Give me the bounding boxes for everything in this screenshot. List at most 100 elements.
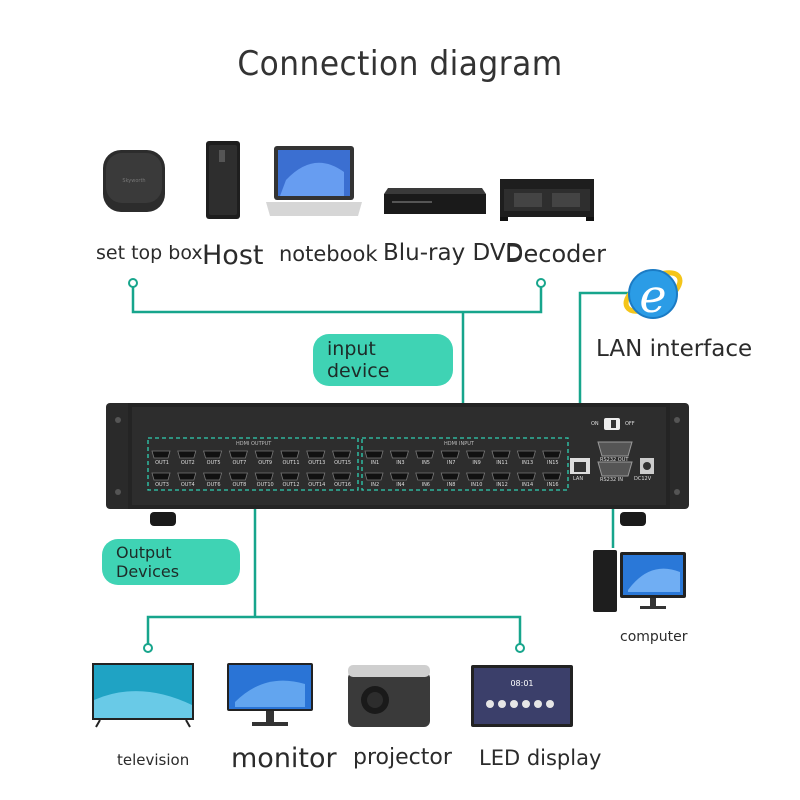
hdmi-port-label: OUT12	[282, 482, 300, 488]
hdmi-port-label: OUT11	[282, 460, 300, 466]
hdmi-port	[254, 472, 274, 481]
hdmi-port	[364, 472, 384, 481]
svg-text:Skyworth: Skyworth	[122, 178, 145, 184]
hdmi-port	[332, 472, 352, 481]
hdmi-port	[254, 450, 274, 459]
computer-label: computer	[620, 629, 688, 645]
hdmi-port-label: OUT1	[155, 460, 169, 466]
hdmi-port-label: IN2	[370, 482, 380, 488]
svg-text:08:01: 08:01	[510, 679, 533, 688]
hdmi-port	[491, 472, 511, 481]
output-label-projector: projector	[353, 745, 452, 770]
computer-icon	[593, 550, 686, 612]
hdmi-port	[228, 472, 248, 481]
hdmi-input-box	[361, 437, 569, 491]
hdmi-port	[542, 472, 562, 481]
input-label-notebook: notebook	[279, 242, 378, 266]
input-device-pill: input device	[313, 334, 453, 386]
hdmi-output-label: HDMI OUTPUT	[236, 441, 272, 447]
projector-icon	[348, 665, 430, 727]
hdmi-port	[415, 450, 435, 459]
rs232-in-port	[597, 461, 633, 477]
output-label-television: television	[117, 751, 190, 769]
left-rack-ear	[106, 403, 134, 509]
hdmi-port-label: OUT9	[258, 460, 273, 466]
hdmi-output-box	[147, 437, 359, 491]
off-label: OFF	[625, 421, 635, 427]
monitor-icon	[227, 663, 313, 726]
hdmi-port	[542, 450, 562, 459]
input-label-set-top-box: set top box	[96, 242, 203, 264]
set-top-box-connector-dot	[128, 278, 138, 288]
hdmi-port	[415, 472, 435, 481]
set-top-box-icon: Skyworth	[103, 150, 165, 212]
hdmi-port	[389, 472, 409, 481]
rs232-out-label: RS232 OUT	[600, 457, 629, 463]
hdmi-port	[466, 450, 486, 459]
hdmi-port	[364, 450, 384, 459]
hdmi-port	[203, 472, 223, 481]
hdmi-port-label: IN6	[421, 482, 430, 488]
hdmi-port-label: OUT3	[155, 482, 169, 488]
hdmi-port-label: OUT7	[232, 460, 247, 466]
hdmi-port-label: IN5	[421, 460, 430, 466]
hdmi-port-label: IN1	[370, 460, 380, 466]
hdmi-input-label: HDMI INPUT	[444, 441, 474, 447]
hdmi-port	[280, 450, 300, 459]
hdmi-port-label: OUT16	[334, 482, 352, 488]
notebook-icon	[266, 146, 362, 216]
on-label: ON	[591, 421, 599, 427]
left-foot	[150, 512, 176, 526]
hdmi-port-label: OUT14	[308, 482, 326, 488]
hdmi-port	[228, 450, 248, 459]
rs232-in-label: RS232 IN	[600, 477, 623, 483]
hdmi-port	[332, 450, 352, 459]
hdmi-port	[306, 450, 326, 459]
hdmi-port	[440, 472, 460, 481]
output-label-monitor: monitor	[231, 743, 337, 774]
output-devices-pill-text: Output Devices	[102, 539, 240, 585]
svg-text:e: e	[639, 269, 666, 323]
hdmi-port-label: OUT15	[334, 460, 352, 466]
hdmi-port-label: IN8	[446, 482, 456, 488]
internet-explorer-icon: e	[623, 269, 683, 323]
hdmi-port-label: IN12	[496, 482, 508, 488]
input-label-decoder: Decoder	[505, 240, 606, 268]
television-connector-dot	[143, 643, 153, 653]
hdmi-port-label: OUT8	[232, 482, 247, 488]
input-device-pill-text: input device	[313, 334, 453, 386]
hdmi-port	[389, 450, 409, 459]
hdmi-port	[440, 450, 460, 459]
hdmi-port-label: IN16	[547, 482, 559, 488]
hdmi-port	[516, 450, 536, 459]
hdmi-port-label: IN7	[446, 460, 456, 466]
lan-line	[578, 291, 628, 437]
led-display-connector-dot	[515, 643, 525, 653]
hdmi-port	[280, 472, 300, 481]
hdmi-port-label: IN14	[521, 482, 534, 488]
lan-interface-label: LAN interface	[596, 336, 753, 362]
hdmi-port-label: OUT10	[256, 482, 274, 488]
input-bus-line	[131, 285, 543, 314]
hdmi-port	[177, 450, 197, 459]
dc-label: DC12V	[634, 476, 652, 482]
input-label-host: Host	[202, 240, 264, 271]
input-label-blu-ray: Blu-ray DVD	[383, 240, 524, 266]
output-devices-pill: Output Devices	[102, 539, 240, 585]
hdmi-port-label: OUT6	[206, 482, 221, 488]
hdmi-port	[491, 450, 511, 459]
hdmi-port	[203, 450, 223, 459]
hdmi-port	[306, 472, 326, 481]
hdmi-port	[516, 472, 536, 481]
rs232-out-port	[597, 441, 633, 457]
hdmi-port-label: IN15	[547, 460, 559, 466]
led-display-icon: 08:01	[471, 665, 573, 727]
hdmi-port-label: IN11	[496, 460, 508, 466]
output-bus-line	[146, 615, 522, 645]
hdmi-port	[151, 472, 171, 481]
hdmi-port-label: IN13	[521, 460, 534, 466]
